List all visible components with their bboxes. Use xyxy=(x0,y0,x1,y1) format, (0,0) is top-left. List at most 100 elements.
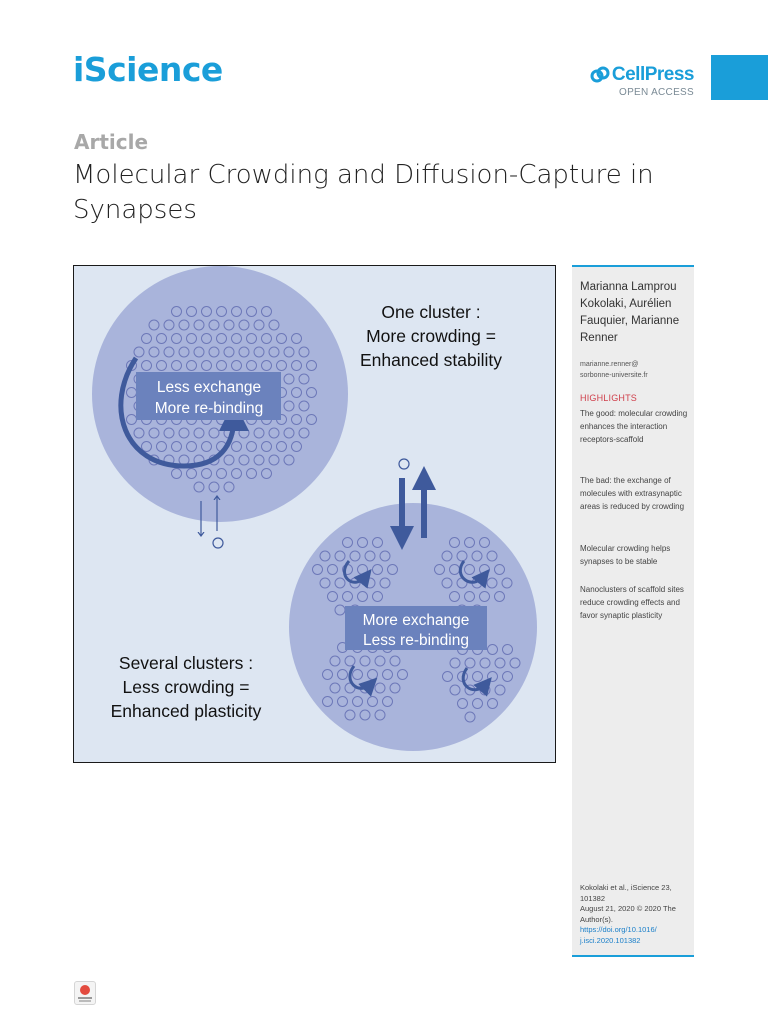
cellpress-logo-icon xyxy=(590,66,610,83)
several-clusters-text-line2: Less crowding = xyxy=(123,677,250,697)
molecule xyxy=(276,441,287,452)
molecule xyxy=(246,360,257,371)
molecule xyxy=(486,550,498,562)
molecule xyxy=(208,481,220,493)
molecule xyxy=(156,360,167,371)
molecule xyxy=(156,333,167,344)
molecule xyxy=(509,657,521,669)
molecule xyxy=(193,346,205,358)
molecule xyxy=(329,682,341,694)
molecule xyxy=(298,427,310,439)
molecule xyxy=(283,427,295,439)
molecule xyxy=(201,360,212,371)
molecule xyxy=(306,360,317,371)
check-for-updates-icon[interactable] xyxy=(74,981,96,1005)
molecule xyxy=(397,669,408,680)
molecule xyxy=(253,454,265,466)
molecule xyxy=(163,319,175,331)
molecule xyxy=(449,537,460,548)
molecule xyxy=(464,537,475,548)
molecule xyxy=(372,591,383,602)
cluster-two-label-line2: Less re-binding xyxy=(363,632,469,649)
email-line-1: marianne.renner@ xyxy=(580,361,639,368)
molecule xyxy=(364,550,376,562)
one-cluster-text-line2: More crowding = xyxy=(366,326,496,346)
molecule xyxy=(223,454,235,466)
molecule xyxy=(464,657,476,669)
molecule xyxy=(291,360,302,371)
molecule xyxy=(342,537,353,548)
molecule xyxy=(201,468,212,479)
molecule xyxy=(291,441,302,452)
article-title: Molecular Crowding and Diffusion-Capture… xyxy=(73,160,654,225)
molecule xyxy=(352,696,363,707)
molecule xyxy=(163,427,175,439)
molecule xyxy=(479,657,491,669)
molecule xyxy=(261,468,272,479)
molecule xyxy=(342,591,353,602)
molecule xyxy=(268,454,280,466)
molecule xyxy=(238,319,250,331)
molecule xyxy=(141,360,152,371)
cluster-one-label-box xyxy=(136,372,281,420)
article-type: Article xyxy=(74,130,149,154)
molecule xyxy=(208,319,220,331)
molecule xyxy=(472,698,483,709)
molecule xyxy=(231,441,242,452)
molecule xyxy=(133,346,145,358)
molecule xyxy=(387,564,398,575)
highlight-item: Molecular crowding helps synapses to be … xyxy=(580,544,671,566)
rebinding-arrow-small xyxy=(458,560,490,589)
molecule xyxy=(357,591,368,602)
molecule xyxy=(487,698,498,709)
molecule xyxy=(352,669,363,680)
molecule xyxy=(502,671,513,682)
molecule xyxy=(223,319,235,331)
molecule xyxy=(349,550,361,562)
molecule xyxy=(268,319,280,331)
citation-block: Kokolaki et al., iScience 23, 101382 Aug… xyxy=(580,883,692,946)
molecule xyxy=(148,346,160,358)
molecule xyxy=(298,346,310,358)
molecule xyxy=(148,319,160,331)
article-sidebar: Marianna Lamprou Kokolaki, Aurélien Fauq… xyxy=(572,265,694,957)
molecule xyxy=(186,468,197,479)
highlights-heading: HIGHLIGHTS xyxy=(580,393,638,403)
molecule xyxy=(494,684,506,696)
molecule xyxy=(494,591,505,602)
molecule xyxy=(344,709,356,721)
molecule xyxy=(141,441,152,452)
free-molecule xyxy=(398,458,410,470)
author-list: Marianna Lamprou Kokolaki, Aurélien Fauq… xyxy=(580,281,680,344)
molecule xyxy=(456,550,468,562)
rebinding-arrow-small xyxy=(343,560,372,589)
graphical-abstract: Less exchange More re-binding More excha… xyxy=(73,265,556,763)
molecule xyxy=(283,373,295,385)
molecule xyxy=(337,669,348,680)
molecule xyxy=(389,682,401,694)
molecule xyxy=(141,333,152,344)
journal-logo[interactable]: iScience xyxy=(73,50,223,89)
molecule xyxy=(319,550,331,562)
molecule xyxy=(193,481,205,493)
molecule xyxy=(246,441,257,452)
doi-link-line-1[interactable]: https://doi.org/10.1016/ xyxy=(580,925,657,934)
molecule xyxy=(501,577,513,589)
molecule xyxy=(283,346,295,358)
molecule xyxy=(442,671,453,682)
molecule xyxy=(253,346,265,358)
molecule xyxy=(246,333,257,344)
molecule xyxy=(441,577,453,589)
cluster-one-label-line2: More re-binding xyxy=(155,400,264,417)
molecule xyxy=(208,427,220,439)
molecule xyxy=(359,709,371,721)
molecule xyxy=(312,564,323,575)
molecule xyxy=(457,698,468,709)
publisher-logo[interactable]: CellPress OPEN ACCESS xyxy=(590,64,695,98)
corresponding-email[interactable]: marianne.renner@ sorbonne-universite.fr xyxy=(580,359,648,381)
molecule xyxy=(337,696,348,707)
doi-link-line-2[interactable]: j.isci.2020.101382 xyxy=(580,935,641,945)
corner-accent-tab xyxy=(711,55,768,100)
molecule xyxy=(276,333,287,344)
molecule xyxy=(344,655,356,667)
